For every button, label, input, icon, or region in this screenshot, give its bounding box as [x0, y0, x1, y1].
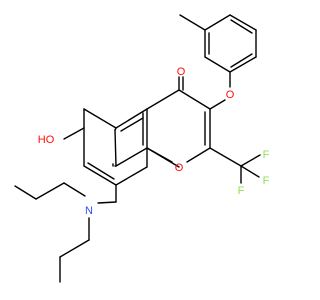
bond [204, 56, 231, 73]
bond [35, 182, 65, 200]
hydroxy-label: HO [38, 134, 55, 146]
bond [115, 166, 148, 186]
bond [209, 147, 242, 167]
bond [97, 201, 117, 204]
bond [63, 182, 86, 197]
bond [114, 129, 117, 167]
molecule-structure: O O O HO N F F F [14, 14, 270, 283]
bonds [14, 14, 261, 283]
bond [178, 89, 211, 110]
bond [229, 56, 257, 73]
ether-oxygen-label: O [226, 89, 235, 101]
bond [204, 14, 231, 31]
bond [14, 185, 37, 200]
bond [146, 147, 173, 163]
oxo-oxygen-label: O [177, 66, 186, 78]
ring-oxygen-label: O [175, 162, 184, 174]
bond [146, 89, 180, 110]
fluorine-label: F [263, 175, 270, 187]
bond [179, 14, 206, 31]
atom-labels: O O O HO N F F F [38, 66, 270, 217]
bond [87, 162, 115, 180]
fluorine-label: F [238, 185, 245, 197]
bond [115, 108, 148, 129]
amine-nitrogen-label: N [85, 205, 93, 217]
bond [240, 154, 261, 167]
fluorine-label: F [263, 149, 270, 161]
bond [240, 165, 260, 178]
bond [59, 239, 90, 258]
bond [230, 19, 253, 34]
bond [120, 117, 144, 132]
bond [186, 147, 211, 163]
bond [230, 53, 253, 68]
bond [63, 127, 85, 140]
bond [83, 108, 117, 129]
bond [115, 147, 148, 167]
bond [209, 99, 226, 110]
bond [83, 165, 117, 186]
bond [229, 14, 257, 31]
